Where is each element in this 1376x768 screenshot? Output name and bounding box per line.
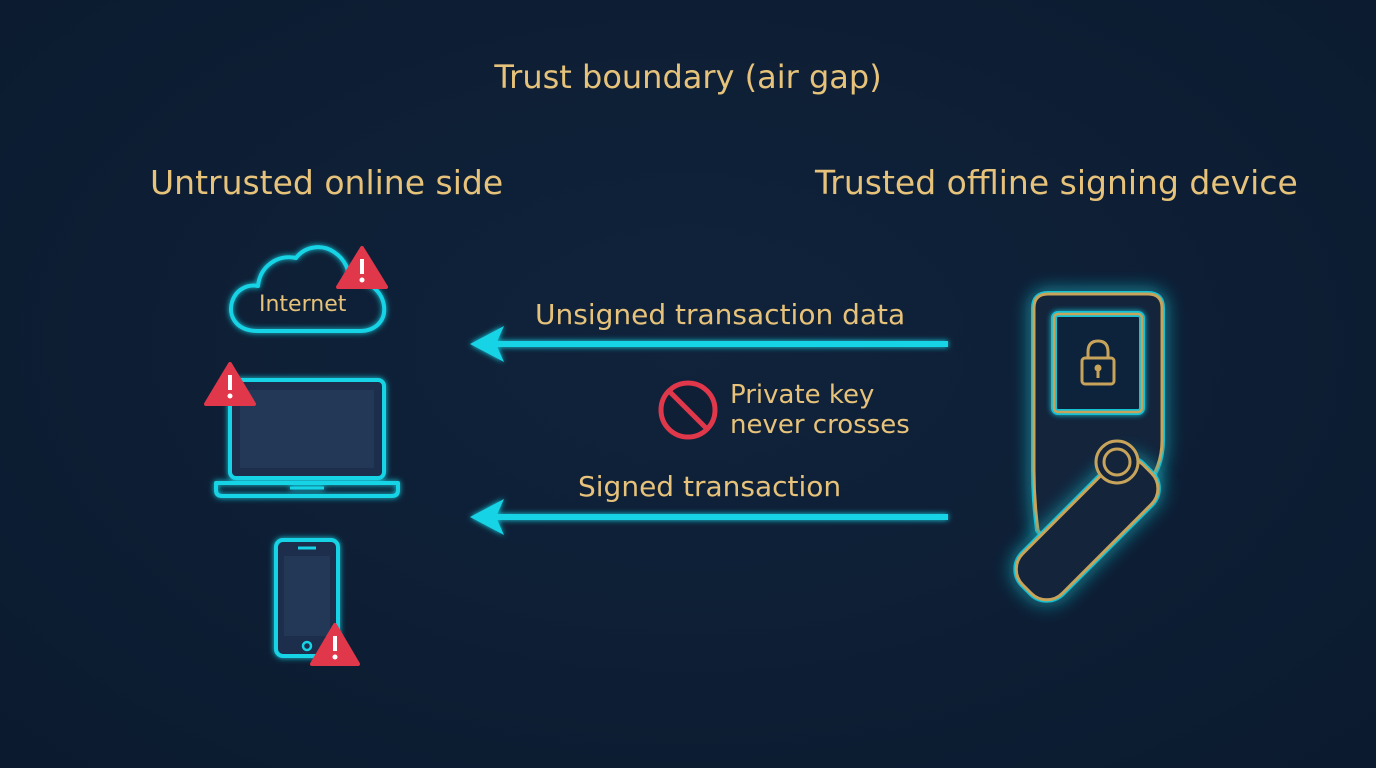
- lock-icon: [1080, 339, 1116, 386]
- phone-icon: [274, 538, 340, 658]
- private-key-note-line2: never crosses: [730, 410, 910, 440]
- untrusted-side-heading: Untrusted online side: [150, 163, 504, 202]
- signed-arrow: [470, 499, 948, 535]
- warning-icon: [204, 362, 256, 406]
- unsigned-arrow: [470, 326, 948, 362]
- private-key-note-line1: Private key: [730, 380, 875, 410]
- laptop-icon: [214, 378, 400, 498]
- hardware-wallet-icon: [1013, 291, 1165, 603]
- diagram-title: Trust boundary (air gap): [494, 58, 882, 96]
- trusted-side-heading: Trusted offline signing device: [815, 163, 1298, 202]
- warning-icon: [310, 623, 360, 666]
- cloud-label: Internet: [259, 292, 347, 317]
- cloud-icon: [229, 245, 387, 333]
- no-entry-icon: [658, 380, 718, 440]
- signed-flow-label: Signed transaction: [578, 470, 842, 503]
- unsigned-flow-label: Unsigned transaction data: [535, 298, 906, 331]
- warning-icon: [336, 246, 388, 289]
- private-key-note: Private key never crosses: [730, 380, 970, 440]
